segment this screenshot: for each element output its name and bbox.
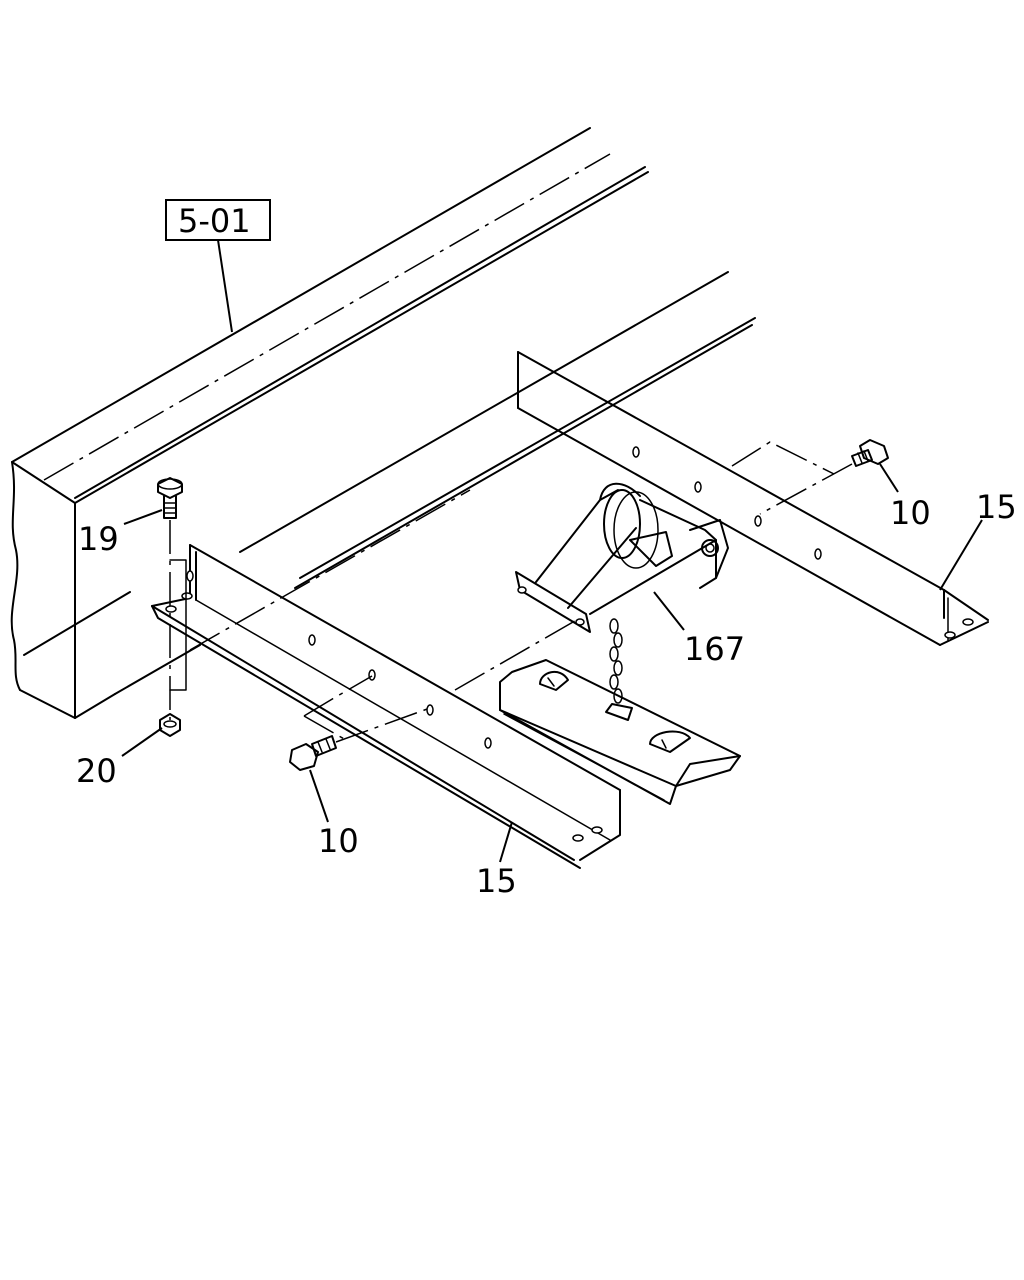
svg-text:20: 20 [76, 752, 117, 790]
callout-bracket-left: 15 [476, 821, 517, 900]
reference-box: 5-01 [165, 199, 271, 333]
svg-text:10: 10 [318, 822, 359, 860]
svg-text:10: 10 [890, 494, 931, 532]
bolt-top [157, 477, 187, 720]
bracket-left [151, 544, 621, 869]
carrier-chain [605, 618, 633, 721]
frame-side-rail [10, 127, 649, 719]
bolt-left [289, 675, 431, 771]
callout-bolt-left: 10 [309, 769, 359, 860]
svg-text:15: 15 [476, 862, 517, 900]
callout-bolt-right: 10 [879, 463, 931, 532]
bracket-right [517, 351, 989, 646]
callout-bolt-top: 19 [78, 509, 163, 558]
bolt-right [731, 439, 889, 515]
svg-text:167: 167 [684, 630, 745, 668]
frame-crossmember [189, 271, 756, 691]
svg-text:15: 15 [976, 488, 1017, 526]
spare-tire-carrier [515, 482, 729, 721]
callout-spare-tire-carrier: 167 [653, 591, 745, 668]
callout-nut-bottom: 20 [76, 727, 163, 790]
svg-text:19: 19 [78, 520, 119, 558]
callout-bracket-right: 15 [939, 488, 1017, 591]
tire-lift-plate [499, 659, 741, 805]
reference-box-label: 5-01 [178, 202, 251, 240]
